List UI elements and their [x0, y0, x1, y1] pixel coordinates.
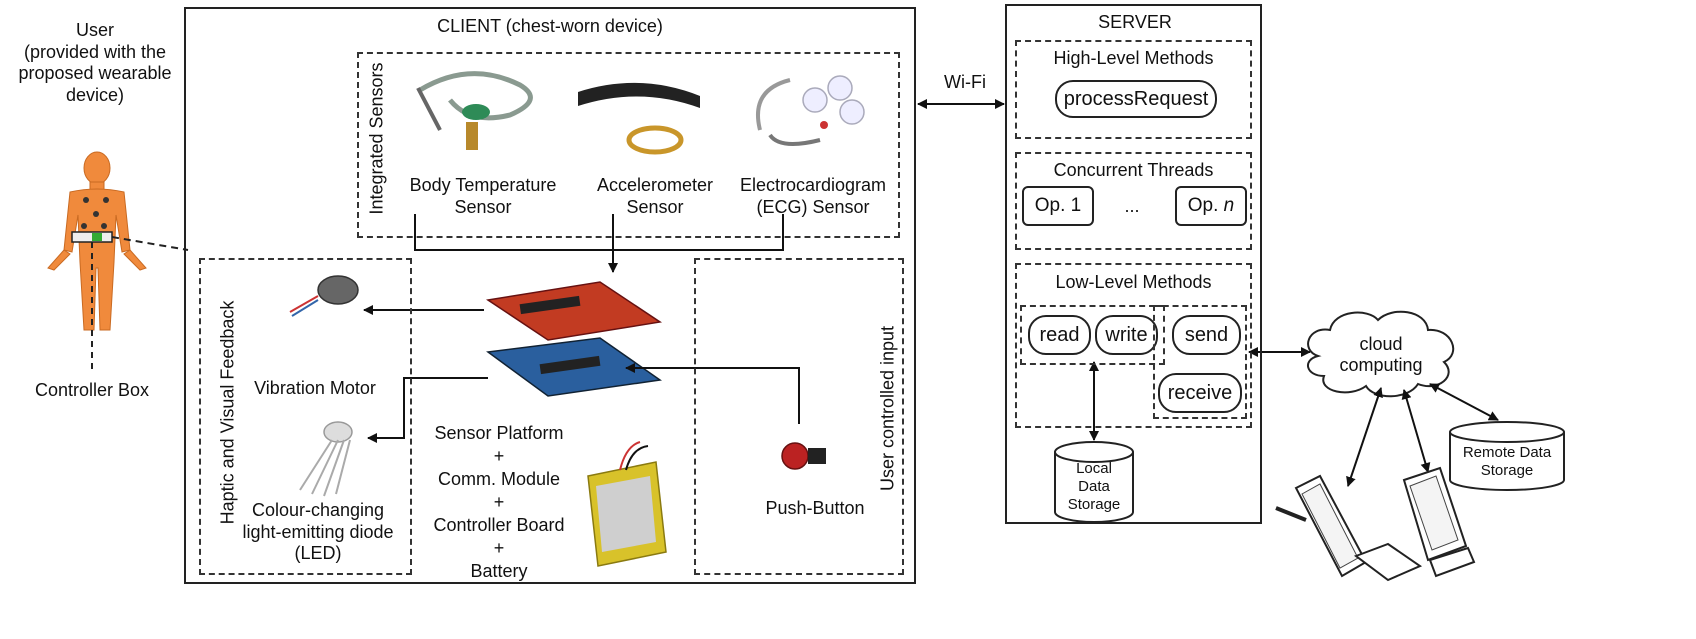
accelerometer-sensor-icon: [578, 82, 700, 155]
vibration-motor-label: Vibration Motor: [254, 378, 376, 398]
op-n-box: Op. n: [1175, 186, 1247, 226]
user-input-label: User controlled input: [877, 325, 898, 492]
local-storage-cylinder-icon: [1054, 441, 1134, 523]
client-box: [184, 7, 916, 584]
write-method: write: [1095, 315, 1158, 355]
sensor-label-body-temperature: Body Temperature Sensor: [409, 175, 557, 217]
temperature-sensor-icon: [416, 71, 533, 150]
human-figure-icon: [47, 151, 147, 331]
high-level-methods-box: [1015, 40, 1252, 139]
receive-method: receive: [1158, 373, 1242, 413]
threads-ellipsis: ...: [1124, 196, 1140, 216]
ecg-sensor-icon: [756, 75, 865, 146]
platform-stack-label: Sensor Platform + Comm. Module + Control…: [433, 423, 565, 582]
integrated-sensors-label: Integrated Sensors: [366, 62, 387, 215]
wifi-label: Wi-Fi: [944, 72, 986, 92]
user-caption: User (provided with the proposed wearabl…: [18, 20, 172, 105]
low-level-methods-box: [1015, 263, 1252, 428]
feedback-box: [199, 258, 412, 575]
cloud-label: cloud computing: [1339, 334, 1423, 375]
read-write-group: [1020, 305, 1165, 365]
cloud-icon: [1307, 310, 1455, 398]
remote-storage-label: Remote Data Storage: [1462, 444, 1552, 479]
local-storage-label: Local Data Storage: [1067, 460, 1121, 513]
push-button-label: Push-Button: [765, 498, 865, 518]
tablet-icon: [1275, 474, 1368, 578]
desktop-computer-icon: [1353, 466, 1476, 582]
remote-storage-cylinder-icon: [1449, 421, 1565, 491]
led-icon: [299, 421, 353, 497]
sensor-dots: [81, 197, 109, 229]
controller-box-icon: [71, 231, 113, 243]
sensor-label-accelerometer: Accelerometer Sensor: [596, 175, 714, 217]
push-button-icon: [781, 442, 826, 470]
send-method: send: [1172, 315, 1241, 355]
server-box: [1005, 4, 1262, 524]
led-label: Colour-changing light-emitting diode (LE…: [242, 500, 394, 564]
op-n-prefix: Op.: [1187, 195, 1224, 216]
vibration-motor-icon: [289, 275, 359, 317]
send-receive-group: [1153, 305, 1247, 419]
sensor-platform-icon: [485, 281, 663, 397]
client-title: CLIENT (chest-worn device): [437, 16, 663, 36]
op-1-box: Op. 1: [1022, 186, 1094, 226]
read-method: read: [1028, 315, 1091, 355]
low-level-methods-title: Low-Level Methods: [1055, 272, 1212, 292]
integrated-sensors-box: [357, 52, 900, 238]
server-title: SERVER: [1098, 12, 1172, 32]
battery-icon: [587, 441, 667, 567]
high-level-methods-title: High-Level Methods: [1053, 48, 1214, 68]
process-request-method: processRequest: [1055, 80, 1217, 118]
sensor-label-ecg: Electrocardiogram (ECG) Sensor: [739, 175, 887, 217]
user-input-box: [694, 258, 904, 575]
concurrent-threads-title: Concurrent Threads: [1053, 160, 1214, 180]
op-n-italic: n: [1223, 195, 1235, 216]
controller-box-label: Controller Box: [34, 380, 150, 400]
concurrent-threads-box: [1015, 152, 1252, 250]
